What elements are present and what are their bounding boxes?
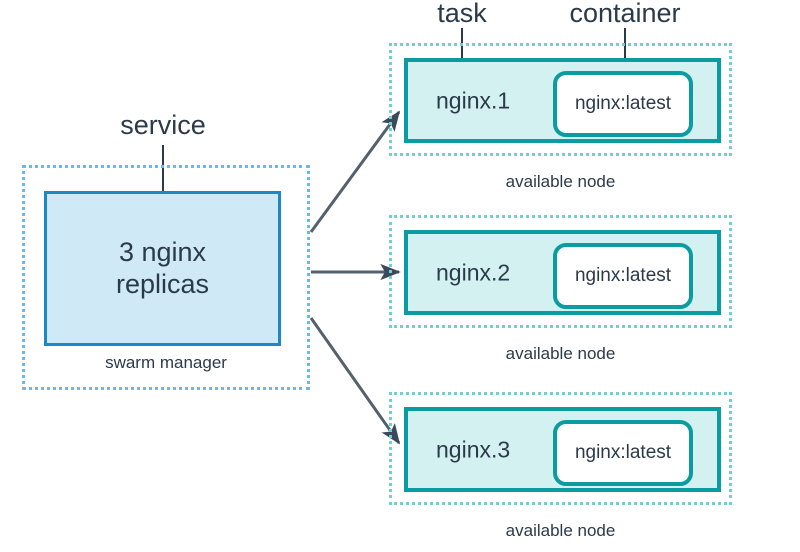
task-label-2: nginx.2 [436, 259, 511, 285]
task-label-1: nginx.1 [436, 87, 511, 113]
task-label-3: nginx.3 [436, 436, 511, 462]
service-box-text: 3 nginx replicas [116, 237, 209, 301]
node-caption-3: available node [505, 521, 616, 540]
node-group-1[interactable] [389, 43, 732, 156]
service-box[interactable]: 3 nginx replicas [44, 191, 281, 346]
service-replicas-line-2: replicas [115, 268, 210, 299]
container-box-1[interactable]: nginx:latest [553, 71, 693, 137]
arrow-service-to-node-3 [309, 317, 401, 445]
node-group-2[interactable] [389, 215, 732, 328]
node-caption-2: available node [505, 344, 616, 363]
callout-container: container [569, 0, 681, 28]
task-box-2[interactable]: nginx.2 nginx:latest [404, 230, 721, 315]
callout-task: task [437, 0, 487, 28]
service-replicas-line-1: 3 nginx [118, 236, 207, 267]
swarm-manager-group[interactable] [22, 165, 310, 390]
node-caption-1: available node [505, 172, 616, 191]
task-box-3[interactable]: nginx.3 nginx:latest [404, 407, 721, 492]
arrow-service-to-node-1 [309, 110, 401, 233]
container-label-1: nginx:latest [574, 93, 672, 114]
swarm-manager-caption: swarm manager [105, 353, 227, 372]
container-box-3[interactable]: nginx:latest [553, 420, 693, 486]
container-label-2: nginx:latest [574, 265, 672, 286]
callout-service: service [120, 110, 206, 140]
task-box-1[interactable]: nginx.1 nginx:latest [404, 58, 721, 143]
node-group-3[interactable] [389, 392, 732, 505]
container-label-3: nginx:latest [574, 442, 672, 463]
container-box-2[interactable]: nginx:latest [553, 243, 693, 309]
